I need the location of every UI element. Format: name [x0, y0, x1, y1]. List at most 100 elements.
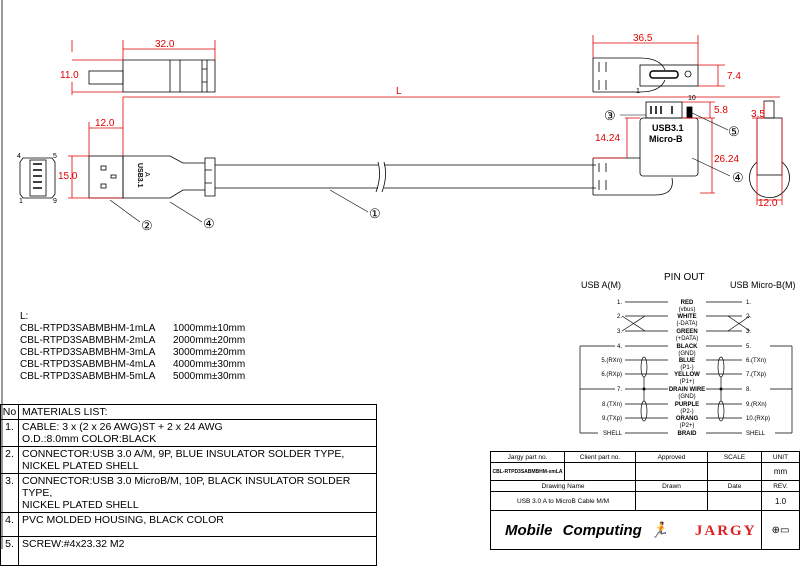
material-line: CONNECTOR:USB 3.0 MicroB/M, 10P, BLACK I…: [22, 475, 351, 499]
cable: [215, 161, 596, 193]
pin-right: SHELL: [746, 431, 766, 437]
pinout-title: PIN OUT: [664, 272, 705, 283]
pin-right: 8.: [746, 387, 751, 393]
pin-left: 1.: [617, 300, 622, 306]
material-line: O.D.:8.0mm COLOR:BLACK: [22, 433, 157, 445]
pin-label: 5: [53, 153, 57, 160]
usba-top-body: [122, 59, 216, 93]
usba-marking: A: [143, 172, 150, 177]
wire-signal: (+DATA): [676, 336, 699, 342]
pin-left: 3.: [617, 329, 622, 335]
dim-usba-length: 32.0: [155, 39, 175, 50]
pin-left: 6.(RXp): [601, 372, 622, 378]
material-row: 3.CONNECTOR:USB 3.0 MicroB/M, 10P, BLACK…: [0, 473, 377, 513]
microb-front-boot: [592, 157, 673, 196]
material-line: NICKEL PLATED SHELL: [22, 460, 139, 472]
pin-left: 8.(TXn): [602, 402, 622, 408]
length-part: CBL-RTPD3SABMBHM-2mLA: [20, 335, 156, 346]
material-row: 2.CONNECTOR:USB 3.0 A/M, 9P, BLUE INSULA…: [0, 446, 377, 474]
pin-label: 1: [636, 88, 640, 95]
pin-left: 2.: [617, 314, 622, 320]
wire-signal: (P2+): [680, 423, 695, 429]
dim-usba-height: 11.0: [60, 70, 79, 81]
length-part: CBL-RTPD3SABMBHM-4mLA: [20, 359, 156, 370]
drawing-name: USB 3.0 A to MicroB Cable M/M: [490, 491, 636, 511]
material-desc: SCREW:#4x23.32 M2: [18, 536, 377, 566]
wire-signal: (GND): [678, 394, 695, 400]
material-desc: PVC MOLDED HOUSING, BLACK COLOR: [18, 512, 377, 537]
dim-usba-plug-length: 12.0: [95, 118, 115, 129]
pinout-connections: [579, 315, 793, 434]
material-line: NICKEL PLATED SHELL: [22, 499, 139, 511]
cable-drawing: 32.0 11.0 12.0 15.0 L 36.5 7.4 5.8 14.24…: [1, 0, 796, 549]
dim-microb-side-width: 12.0: [758, 198, 778, 209]
material-line: SCREW:#4x23.32 M2: [22, 538, 125, 550]
length-value: 4000mm±30mm: [173, 359, 246, 370]
length-value: 5000mm±30mm: [173, 371, 246, 382]
header-date: Date: [707, 480, 762, 492]
wire-signal: (P1-): [680, 365, 693, 371]
header-client-part: Client part no.: [564, 451, 636, 463]
header-scale: SCALE: [707, 451, 762, 463]
dim-microb-plug-length: 5.8: [714, 105, 728, 116]
length-row: CBL-RTPD3SABMBHM-5mLA 5000mm±30mm: [20, 371, 245, 383]
dim-cable-length: L: [396, 86, 402, 97]
pin-label: 10: [688, 95, 696, 102]
material-row: 5.SCREW:#4x23.32 M2: [0, 536, 377, 566]
dimension-lines: [68, 35, 783, 205]
material-line: CABLE: 3 x (2 x 26 AWG)ST + 2 x 24 AWG: [22, 421, 223, 433]
materials-header: MATERIALS LIST:: [18, 404, 377, 420]
microb-marking: USB3.1: [652, 123, 684, 133]
dim-usba-width: 15.0: [58, 171, 78, 182]
callout-2: ②: [141, 218, 153, 233]
pinout-right-title: USB Micro-B(M): [730, 280, 796, 290]
jargy-logo: JARGY: [694, 522, 757, 539]
pin-right: 5.: [746, 344, 751, 350]
unit-value: mm: [761, 462, 800, 481]
wire-color: DRAIN WIRE: [669, 387, 705, 393]
pinout-left-title: USB A(M): [581, 280, 621, 290]
header-jargy-part: Jargy part no.: [490, 451, 565, 463]
material-no: 1.: [0, 419, 19, 447]
pin-label: 9: [53, 198, 57, 205]
pin-label: 4: [17, 153, 21, 160]
callout-1: ①: [369, 206, 381, 221]
callout-4: ④: [203, 216, 215, 231]
pin-label: 1: [19, 198, 23, 205]
header-drawing-name: Drawing Name: [490, 480, 636, 492]
length-value: 2000mm±20mm: [173, 335, 246, 346]
pin-left: SHELL: [603, 431, 623, 437]
pin-right: 9.(RXn): [746, 402, 767, 408]
material-desc: CONNECTOR:USB 3.0 A/M, 9P, BLUE INSULATO…: [18, 446, 377, 474]
microb-side: [756, 117, 783, 176]
usba-front-body: [122, 155, 216, 199]
wire-signal: (P1+): [680, 379, 695, 385]
header-drawn: Drawn: [635, 480, 708, 492]
pin-right: 6.(TXn): [746, 358, 766, 364]
jargy-part-no: CBL-RTPD3SABMBHM-xmLA: [490, 462, 565, 481]
wire-signal: (vbus): [679, 307, 696, 313]
dim-microb-side-height: 3.5: [751, 109, 765, 120]
usba-marking: USB3.1: [136, 163, 143, 188]
wire-color: BLACK: [677, 344, 699, 350]
dim-microb-offset: 14.24: [595, 133, 620, 144]
material-row: 1.CABLE: 3 x (2 x 26 AWG)ST + 2 x 24 AWG…: [0, 419, 377, 447]
wire-signal: (P2-): [680, 409, 693, 415]
material-no: 2.: [0, 446, 19, 474]
length-part: CBL-RTPD3SABMBHM-5mLA: [20, 371, 156, 382]
pin-right: 10.(RXp): [746, 416, 770, 422]
usba-top-plug: [88, 70, 124, 85]
length-label: L:: [20, 311, 29, 322]
projection-symbol-icon: ⊕▭: [761, 510, 800, 550]
callout-5: ⑤: [728, 124, 740, 139]
microb-top-head: [639, 64, 699, 87]
callout-3: ③: [604, 108, 616, 123]
length-value: 3000mm±20mm: [173, 347, 246, 358]
length-part: CBL-RTPD3SABMBHM-1mLA: [20, 323, 156, 334]
wire-signal: (GND): [678, 351, 695, 357]
wire-color: BLUE: [679, 358, 695, 364]
